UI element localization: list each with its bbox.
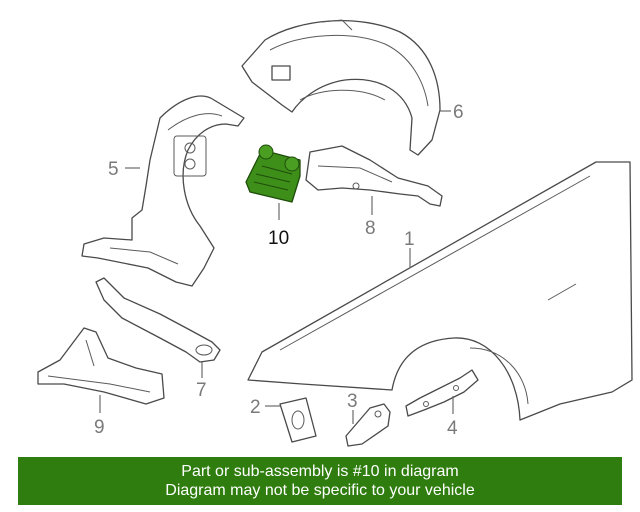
callout-3: 3 (347, 391, 358, 412)
part-6-wheel-arch-liner (241, 19, 441, 156)
callout-7: 7 (196, 380, 207, 401)
part-5-wheel-arch-liner (81, 95, 245, 287)
callout-1: 1 (404, 229, 415, 250)
callout-5: 5 (108, 159, 119, 180)
callout-4: 4 (447, 418, 458, 439)
part-10-module (245, 144, 301, 203)
part-7-support (95, 277, 221, 363)
part-4-bracket (405, 369, 479, 417)
part-2-plate (279, 397, 317, 443)
callout-2: 2 (250, 397, 261, 418)
info-banner: Part or sub-assembly is #10 in diagram D… (18, 457, 622, 505)
part-8-bracket (305, 145, 443, 207)
part-3-bracket (345, 403, 391, 447)
parts-diagram: 6 5 10 8 1 7 (37, 19, 633, 447)
part-9-shield (37, 327, 165, 405)
callout-6: 6 (453, 102, 464, 123)
banner-line-2: Diagram may not be specific to your vehi… (165, 482, 475, 499)
callout-10: 10 (268, 228, 289, 249)
callout-8: 8 (365, 218, 376, 239)
callout-9: 9 (94, 417, 105, 438)
part-1-fender (247, 161, 633, 421)
banner-line-1: Part or sub-assembly is #10 in diagram (181, 463, 459, 480)
